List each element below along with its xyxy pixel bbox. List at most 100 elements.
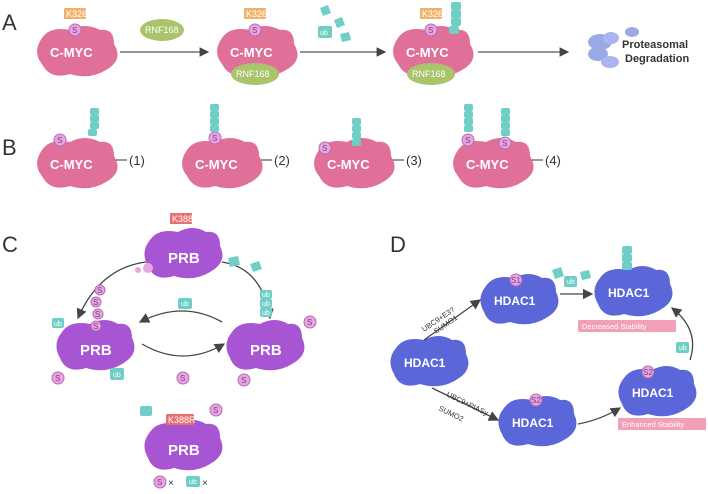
svg-text:K326: K326 (246, 9, 267, 19)
ub-chain-right: ub ub ub (228, 256, 272, 317)
svg-text:HDAC1: HDAC1 (512, 416, 554, 430)
svg-text:C-MYC: C-MYC (50, 157, 93, 172)
svg-text:S: S (241, 376, 246, 385)
ub-icon-left: ub ub (52, 318, 124, 380)
k326-tag-a1: K326 (64, 8, 87, 19)
k388-tag: K388 (170, 213, 193, 224)
svg-text:HDAC1: HDAC1 (404, 356, 446, 370)
sumo-icon: S (424, 23, 438, 37)
svg-text:ub: ub (262, 292, 270, 299)
svg-text:PRB: PRB (80, 342, 112, 359)
svg-text:PRB: PRB (250, 342, 282, 359)
svg-text:HDAC1: HDAC1 (608, 286, 650, 300)
degradation-label-2: Degradation (625, 53, 689, 65)
svg-text:S: S (307, 318, 312, 327)
svg-text:S: S (72, 26, 77, 35)
c-myc-protein-a3: C-MYC (393, 26, 474, 77)
svg-text:ub: ub (113, 372, 121, 379)
arrow-top-to-left (76, 261, 147, 320)
svg-text:S: S (212, 134, 217, 143)
svg-text:ub: ub (189, 479, 197, 486)
panel-label-d: D (390, 232, 406, 257)
svg-text:S: S (97, 286, 102, 295)
c-myc-protein-a2: C-MYC (217, 26, 298, 77)
svg-text:K388R: K388R (168, 415, 196, 425)
svg-text:S: S (322, 144, 327, 153)
c-myc-variant-3: C-MYC S (314, 118, 395, 189)
mutant-modifiers: S S × ub × (140, 403, 223, 489)
rnf168-bound: RNF168 (407, 63, 455, 85)
svg-text:S: S (95, 310, 100, 319)
sumo-chain-left: S S S S (90, 263, 153, 332)
ub-center: ub S (176, 298, 192, 385)
lower-sumo-label: SUMO2 (437, 404, 465, 424)
ub-free-d: ub (552, 267, 591, 287)
svg-text:K326: K326 (422, 9, 443, 19)
sumo-right: S S (237, 315, 317, 387)
sumo-icon: S (68, 23, 82, 37)
svg-text:PRB: PRB (168, 250, 200, 267)
svg-text:C-MYC: C-MYC (406, 45, 449, 60)
ub-cluster-a: ub (318, 5, 351, 42)
svg-text:S: S (252, 26, 257, 35)
svg-text:RNF168: RNF168 (236, 69, 270, 79)
svg-text:PRB: PRB (168, 442, 200, 459)
arrow-left-to-right (141, 343, 226, 357)
sumo-left-bottom: S (51, 371, 65, 385)
svg-text:C-MYC: C-MYC (327, 157, 370, 172)
svg-text:S: S (157, 478, 162, 487)
svg-text:Decreased Stability: Decreased Stability (582, 322, 647, 331)
svg-text:ub: ub (262, 301, 270, 308)
panel-label-a: A (2, 10, 17, 35)
svg-text:K326: K326 (66, 9, 87, 19)
c-myc-variant-1: C-MYC S (37, 108, 118, 189)
hdac1-protein-s2: HDAC1 S2 (498, 393, 577, 447)
k326-tag-a2: K326 (244, 8, 267, 19)
variant-number-2: (2) (274, 153, 290, 168)
svg-text:S: S (502, 139, 507, 148)
svg-text:S: S (180, 374, 185, 383)
k388r-tag: K388R (166, 414, 196, 425)
c-myc-label: C-MYC (50, 45, 93, 60)
decreased-stability-badge: Decreased Stability (578, 320, 676, 332)
svg-text:ub: ub (679, 345, 687, 352)
svg-text:S: S (55, 374, 60, 383)
svg-text:ub: ub (262, 310, 270, 317)
svg-text:ub: ub (320, 30, 328, 37)
svg-text:S: S (57, 136, 62, 145)
enhanced-stability-badge: Enhanced Stability (618, 418, 706, 430)
svg-text:S: S (465, 136, 470, 145)
c-myc-variant-4: C-MYC S S (453, 104, 534, 189)
c-myc-variant-2: C-MYC S (182, 104, 263, 189)
svg-text:S1: S1 (511, 276, 521, 285)
svg-text:RNF168: RNF168 (412, 69, 446, 79)
polyubiquitin-chain-a3 (449, 2, 461, 34)
svg-text:ub: ub (54, 321, 62, 328)
arrow-s2-to-right (577, 407, 622, 425)
svg-text:C-MYC: C-MYC (195, 157, 238, 172)
sumo-icon: S (248, 23, 262, 37)
variant-number-1: (1) (129, 153, 145, 168)
degradation-label-1: Proteasomal (622, 39, 688, 51)
arrow-right-to-top (670, 307, 694, 361)
svg-text:S: S (93, 298, 98, 307)
panel-label-c: C (2, 232, 18, 257)
svg-text:S: S (428, 26, 433, 35)
svg-text:C-MYC: C-MYC (466, 157, 509, 172)
svg-text:S2: S2 (531, 396, 541, 405)
arrow-right-to-left (138, 310, 223, 323)
degraded-fragments (588, 27, 639, 68)
svg-text:S: S (93, 322, 98, 331)
rnf168-bound: RNF168 (231, 63, 279, 85)
svg-text:S: S (213, 406, 218, 415)
c-myc-protein-a1: C-MYC (37, 26, 118, 77)
svg-text:Enhanced Stability: Enhanced Stability (622, 420, 684, 429)
svg-text:K388: K388 (172, 214, 193, 224)
variant-number-4: (4) (545, 153, 561, 168)
k326-tag-a3: K326 (420, 8, 443, 19)
prb-protein-mutant: PRB (144, 420, 223, 471)
svg-text:×: × (168, 478, 174, 489)
svg-text:ub: ub (181, 301, 189, 308)
hdac1-protein-s1: HDAC1 S1 (480, 273, 559, 325)
